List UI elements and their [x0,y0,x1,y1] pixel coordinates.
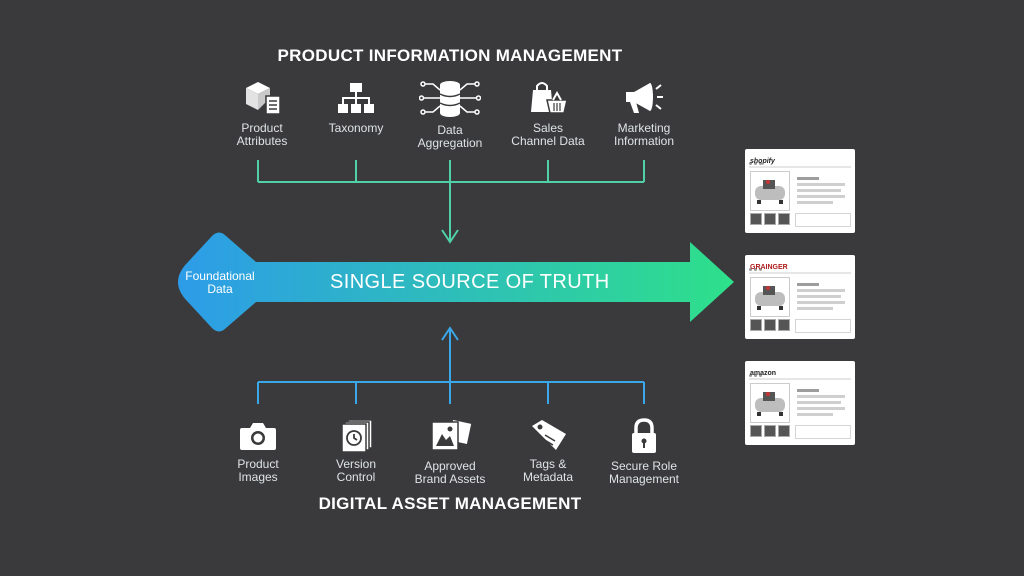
dam-item-label: Approved Brand Assets [414,459,486,486]
pim-connector [257,160,645,244]
boxes-list-icon [246,82,281,115]
dam-title: DIGITAL ASSET MANAGEMENT [318,494,582,513]
pim-item-product-attributes: Product Attributes [207,78,317,148]
pim-item-label: Data Aggregation [417,123,483,150]
air-compressor-image [750,277,790,317]
dam-connector [257,326,645,404]
pim-title: PRODUCT INFORMATION MANAGEMENT [277,46,623,65]
single-source-arrow [178,232,734,332]
dam-item-label: Product Images [237,457,279,484]
hierarchy-icon [338,83,374,113]
channel-card-grainger: GRAINGER [745,255,855,339]
pim-item-label: Marketing Information [613,121,675,148]
air-compressor-image [750,171,790,211]
channel-card-shopify: shopify [745,149,855,233]
pim-item-taxonomy: Taxonomy [301,78,411,135]
history-stack-icon [341,419,373,452]
foundational-data-label: Foundational Data [185,269,255,296]
dam-item-tags-metadata: Tags & Metadata [493,418,603,484]
pim-item-label: Product Attributes [236,121,288,148]
pim-item-marketing-information: Marketing Information [589,78,699,148]
shopping-bag-basket-icon [531,82,568,114]
pim-item-label: Taxonomy [328,121,384,135]
image-stack-icon [431,418,473,451]
channel-card-amazon: amazon [745,361,855,445]
tag-icon [532,420,566,450]
single-source-label: SINGLE SOURCE OF TRUTH [330,271,610,293]
dam-item-label: Version Control [335,457,377,484]
dam-item-label: Secure Role Management [608,459,680,486]
pim-item-sales-channel-data: Sales Channel Data [493,78,603,148]
database-network-icon [419,81,481,117]
channel-brand: shopify [750,158,775,165]
air-compressor-image [750,383,790,423]
channel-brand: GRAINGER [750,264,788,271]
dam-item-version-control: Version Control [301,418,411,484]
dam-item-secure-role-management: Secure Role Management [589,418,699,486]
camera-icon [240,423,276,450]
pim-item-data-aggregation: Data Aggregation [395,78,505,150]
dam-item-approved-brand-assets: Approved Brand Assets [395,418,505,486]
channel-brand: amazon [750,370,777,377]
dam-item-product-images: Product Images [203,418,313,484]
padlock-icon [632,418,656,453]
pim-item-label: Sales Channel Data [511,121,585,148]
megaphone-icon [626,83,663,113]
dam-item-label: Tags & Metadata [522,457,574,484]
